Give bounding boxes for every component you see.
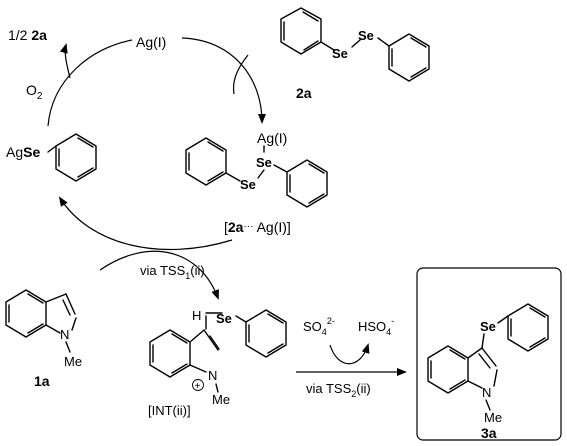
compound-label-1a: 1a [34, 373, 50, 389]
product-3a: Se N Me 3a [427, 303, 549, 441]
diselenide-silver-complex: Se Se Ag(I) [2a··· Ag(I)] [185, 130, 328, 235]
intermediate-label: [INT(ii)] [148, 403, 191, 418]
methyl-label: Me [64, 354, 82, 369]
se-atom: Se [332, 46, 348, 61]
sulfate-label: SO42- [303, 316, 335, 337]
methyl-label: Me [212, 392, 230, 407]
arrow-2a-in [232, 54, 249, 95]
hydrogen-sulfate-label: HSO4- [358, 316, 394, 337]
compound-label-2a: 2a [296, 85, 312, 101]
tss1-label: via TSS1(ii) [140, 263, 205, 281]
se-atom: Se [216, 311, 232, 326]
arc-agse-to-ag [47, 39, 133, 127]
se-atom: Se [256, 155, 272, 170]
complex-ag-label: Ag(I) [257, 130, 287, 146]
arrow-to-half-2a [59, 43, 71, 79]
se-atom: Se [240, 177, 256, 192]
nitrogen-atom: N [482, 385, 491, 400]
hydrogen-atom: H [192, 308, 201, 323]
arc-ag-to-complex [181, 37, 266, 124]
positive-charge-icon [192, 379, 204, 391]
intermediate-int: H Se N + Me [INT(ii)] [148, 308, 287, 418]
half-2a-label: 1/2 2a [8, 27, 47, 43]
methyl-label: Me [484, 410, 502, 425]
se-atom: Se [480, 319, 496, 334]
product-box [416, 267, 562, 441]
arrow-1a-to-int [99, 250, 219, 300]
ag-top-label: Ag(I) [136, 34, 166, 50]
o2-label: O2 [26, 82, 43, 102]
silver-selenolate: AgSe [6, 133, 97, 182]
diselenide-2a: Se Se 2a [280, 7, 430, 101]
compound-label-3a: 3a [481, 425, 497, 441]
se-atom: Se [358, 28, 374, 43]
arc-complex-to-agse [58, 196, 233, 251]
sulfate-exchange-arrow [329, 343, 370, 365]
nitrogen-atom: N [60, 327, 69, 342]
n-methylindole-1a: N Me 1a [5, 289, 82, 389]
agse-label: AgSe [6, 144, 40, 160]
tss2-label: via TSS2(ii) [306, 381, 371, 399]
positive-charge-sign: + [195, 381, 201, 392]
complex-label: [2a··· Ag(I)] [224, 219, 291, 235]
nitrogen-atom: N [208, 368, 217, 383]
